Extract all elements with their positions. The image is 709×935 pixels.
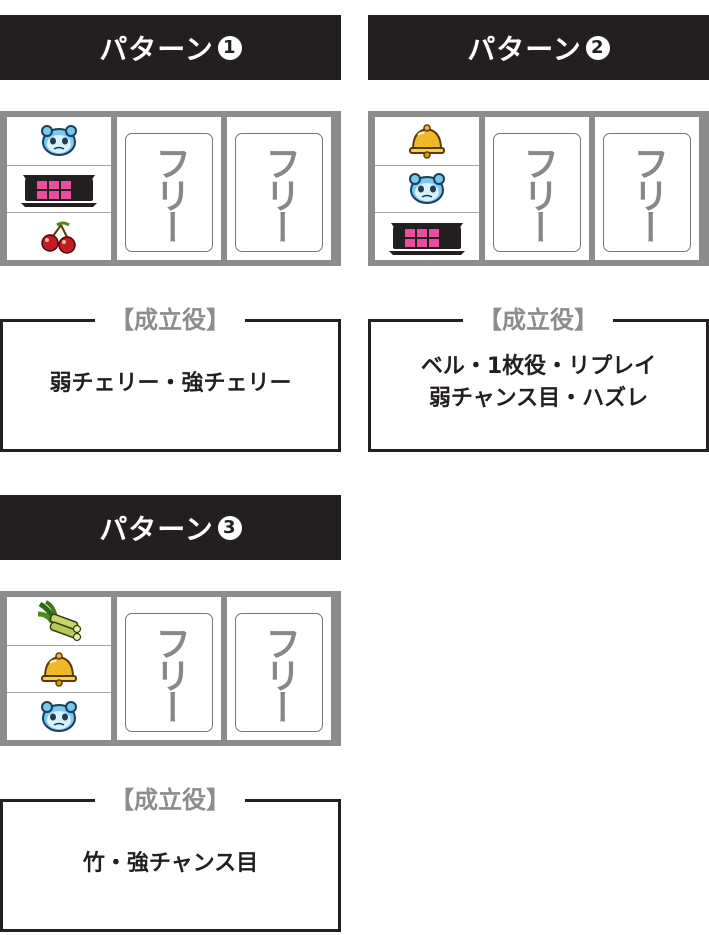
free-box: フリー — [235, 133, 323, 252]
result-text: 竹・強チャンス目 — [3, 848, 338, 880]
result-text: 弱チェリー・強チェリー — [3, 368, 338, 400]
pattern-title: パターン — [99, 32, 214, 66]
result-title: 【成立役】 — [463, 305, 613, 335]
pattern-3: パターン 3 フリー フリー 【成立役】 — [0, 495, 341, 932]
free-box: フリー — [125, 133, 213, 252]
result-line: 弱チャンス目・ハズレ — [428, 386, 649, 411]
reel-cell-top — [7, 597, 111, 644]
result-line: ベル・1枚役・リプレイ — [420, 354, 657, 379]
panda-icon — [41, 700, 77, 732]
result-title: 【成立役】 — [95, 305, 245, 335]
pattern-header: パターン 1 — [0, 15, 341, 80]
reel-cell-middle — [7, 165, 111, 213]
free-label: フリー — [149, 624, 190, 721]
reel-cell-bottom — [375, 213, 479, 260]
left-reel — [375, 117, 479, 260]
free-box: フリー — [125, 613, 213, 732]
panda-icon — [409, 173, 445, 204]
pattern-number: 3 — [217, 515, 242, 540]
pattern-number: 1 — [217, 35, 242, 60]
free-label: フリー — [259, 624, 300, 721]
right-reel: フリー — [227, 597, 331, 740]
bell-icon — [41, 652, 77, 687]
panda-icon — [41, 124, 77, 156]
result-text: ベル・1枚役・リプレイ 弱チャンス目・ハズレ — [371, 351, 706, 415]
free-box: フリー — [603, 133, 691, 252]
pattern-1: パターン 1 フリー フリー 【成立役】 — [0, 15, 341, 452]
center-reel: フリー — [117, 117, 221, 260]
center-reel: フリー — [117, 597, 221, 740]
reel-cell-middle — [375, 165, 479, 213]
free-label: フリー — [627, 144, 668, 241]
result-line: 竹・強チャンス目 — [82, 851, 259, 876]
center-reel: フリー — [485, 117, 589, 260]
bell-icon — [409, 123, 445, 159]
free-label: フリー — [517, 144, 558, 241]
result-title: 【成立役】 — [95, 785, 245, 815]
reel-window: フリー フリー — [0, 591, 341, 746]
free-label: フリー — [259, 144, 300, 241]
pattern-header: パターン 3 — [0, 495, 341, 560]
free-box: フリー — [493, 133, 581, 252]
result-box: 【成立役】 ベル・1枚役・リプレイ 弱チャンス目・ハズレ — [368, 305, 709, 452]
bar-icon — [21, 175, 97, 207]
reel-cell-middle — [7, 645, 111, 693]
bar-icon — [389, 222, 465, 255]
pattern-2: パターン 2 フリー フリー 【成立役】 — [368, 15, 709, 452]
result-box: 【成立役】 弱チェリー・強チェリー — [0, 305, 341, 452]
left-reel — [7, 117, 111, 260]
pattern-header: パターン 2 — [368, 15, 709, 80]
reel-window: フリー フリー — [0, 111, 341, 266]
reel-window: フリー フリー — [368, 111, 709, 266]
result-line: 弱チェリー・強チェリー — [49, 371, 292, 396]
pattern-number: 2 — [585, 35, 610, 60]
reel-cell-top — [375, 117, 479, 164]
bamboo-icon — [36, 600, 82, 642]
pattern-title: パターン — [99, 512, 214, 546]
reel-cell-bottom — [7, 213, 111, 260]
pattern-title: パターン — [467, 32, 582, 66]
left-reel — [7, 597, 111, 740]
result-box: 【成立役】 竹・強チャンス目 — [0, 785, 341, 932]
free-box: フリー — [235, 613, 323, 732]
right-reel: フリー — [227, 117, 331, 260]
free-label: フリー — [149, 144, 190, 241]
cherry-icon — [40, 221, 77, 254]
reel-cell-bottom — [7, 693, 111, 740]
right-reel: フリー — [595, 117, 699, 260]
reel-cell-top — [7, 117, 111, 164]
